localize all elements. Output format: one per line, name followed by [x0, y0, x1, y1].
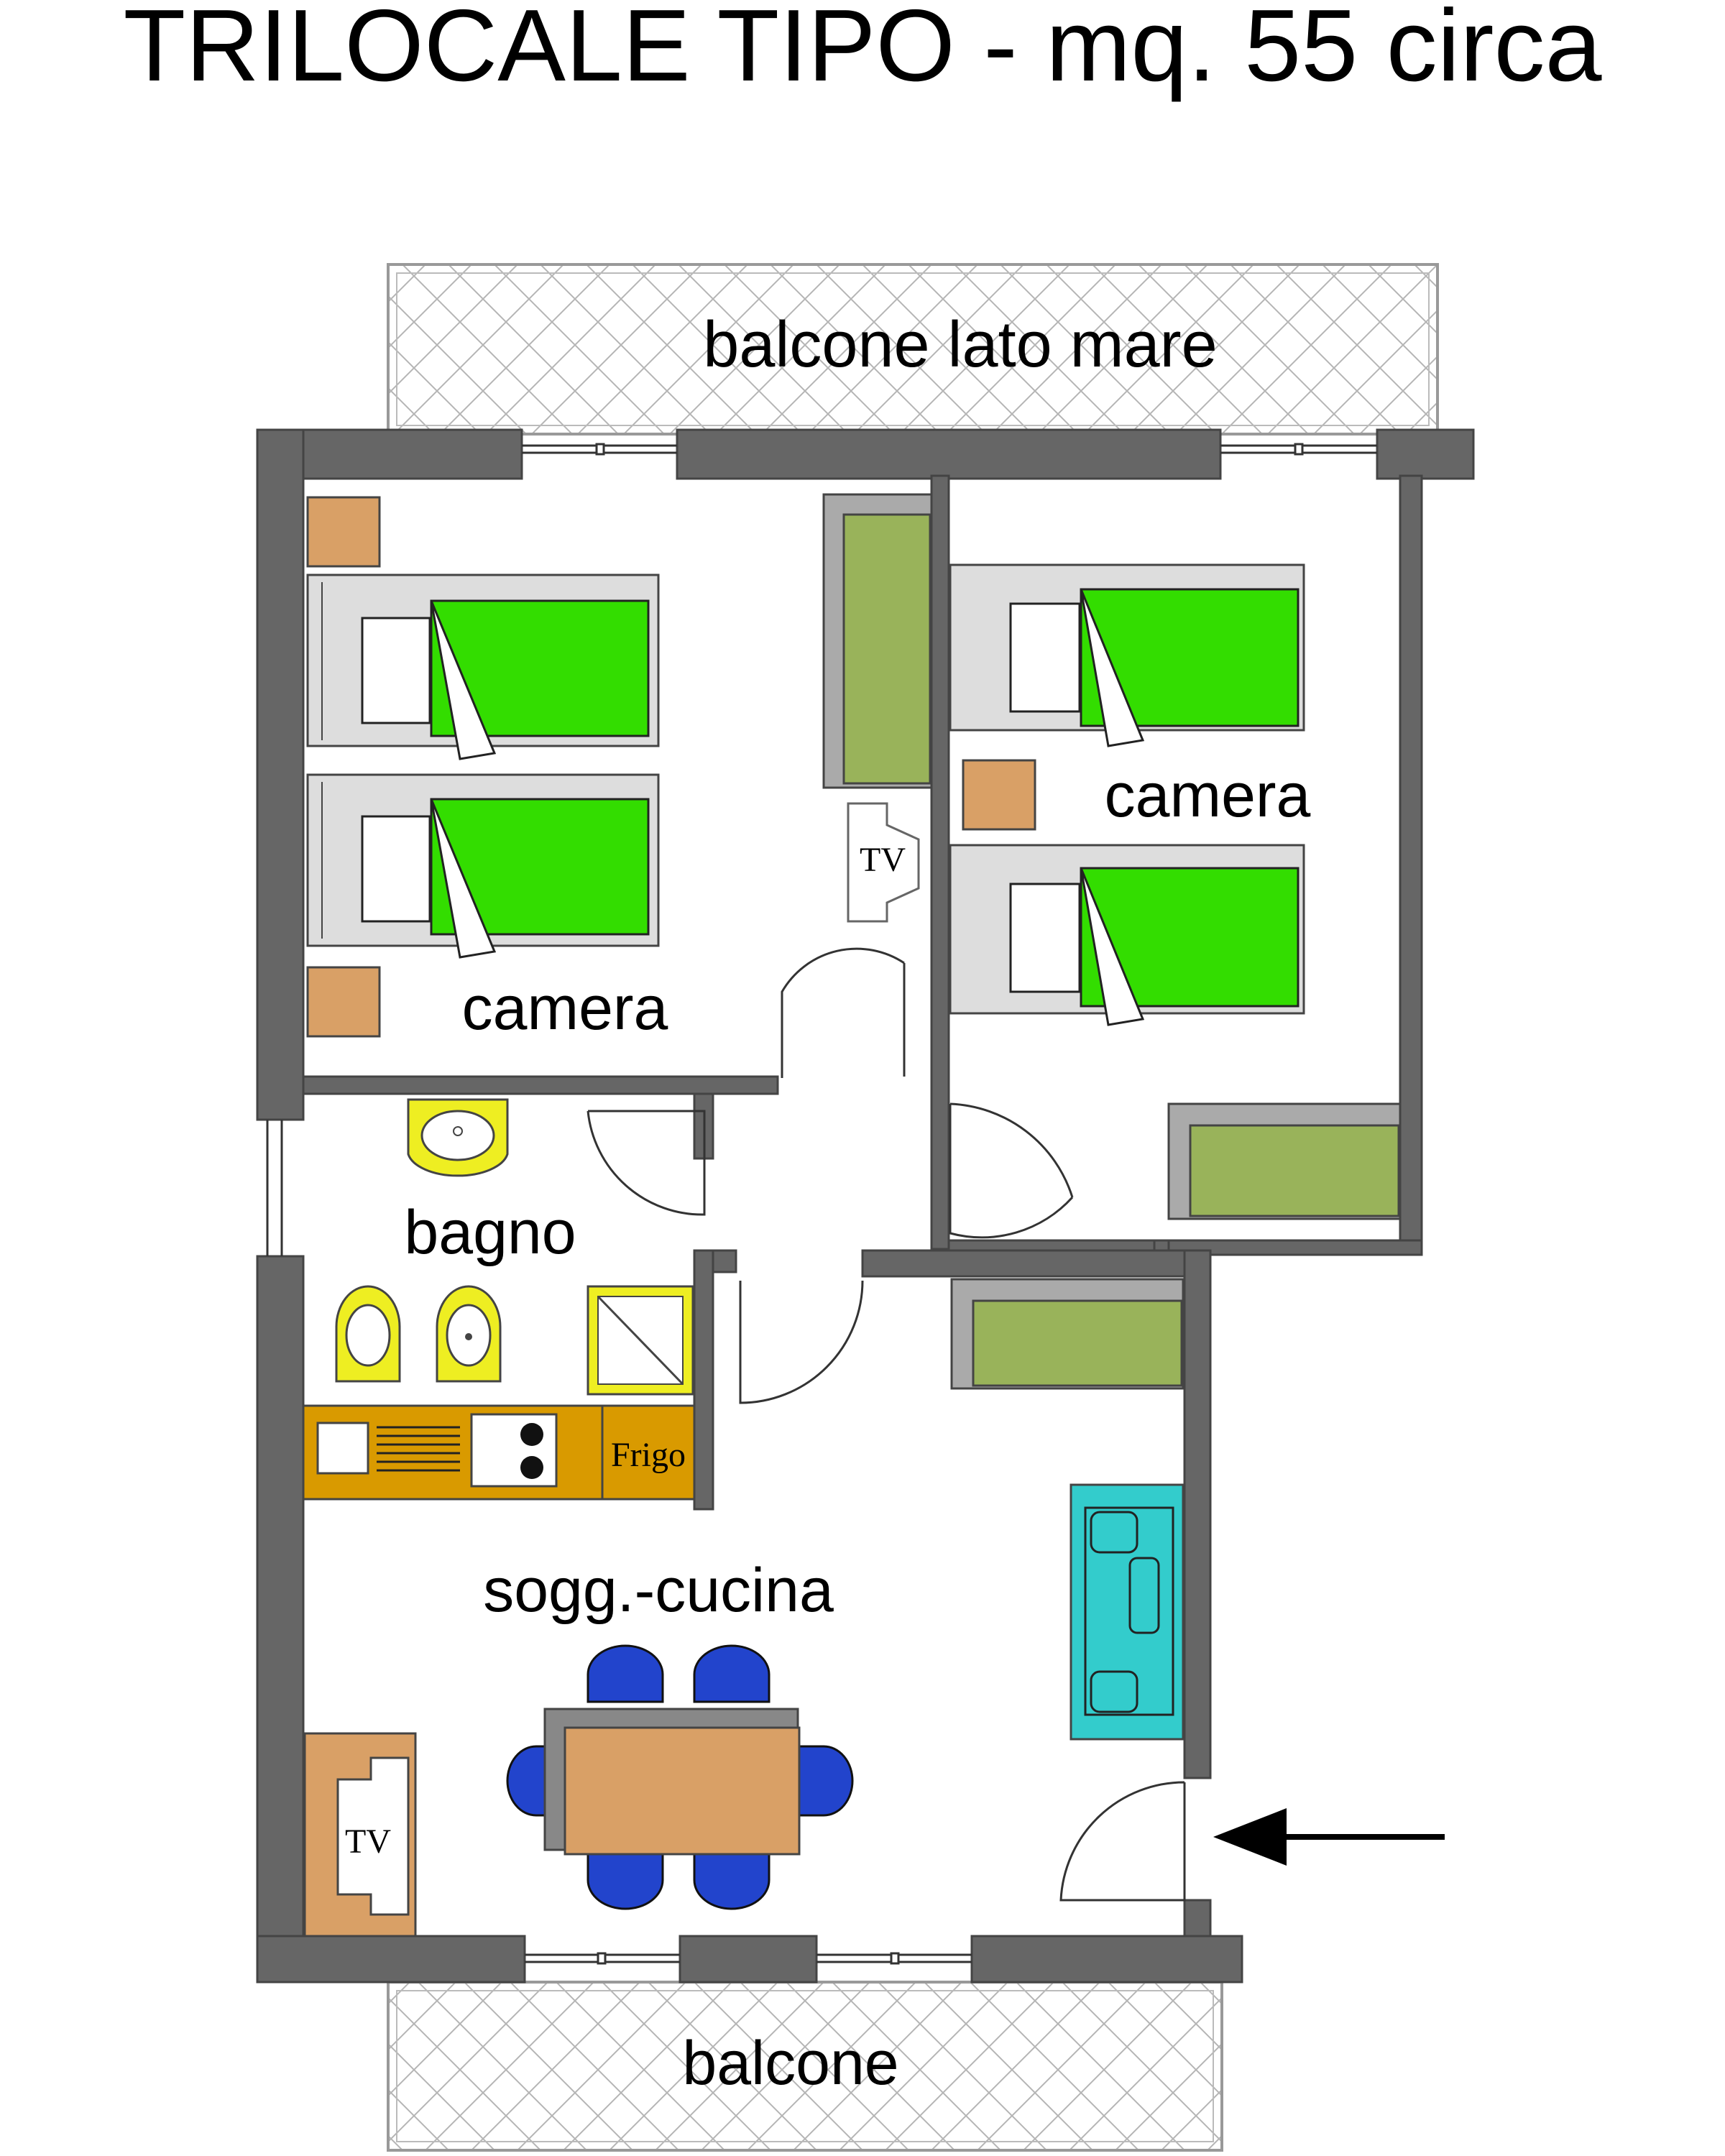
nightstand-left-top	[306, 496, 381, 568]
nightstand-left-bottom	[306, 966, 381, 1038]
tv-bedroom-icon: TV	[847, 802, 920, 923]
bed-left-bottom	[306, 773, 660, 959]
toilet-icon	[335, 1285, 401, 1383]
nightstand-right	[962, 759, 1036, 831]
bed-right-top	[949, 563, 1305, 747]
tv-bedroom-label: TV	[860, 841, 906, 879]
bidet-icon	[436, 1285, 502, 1383]
windows	[266, 443, 1377, 1965]
wardrobe-center	[822, 493, 933, 789]
balcony-sea-area	[387, 263, 1439, 436]
dining-table	[506, 1644, 854, 1910]
entrance-arrow-icon	[1213, 1808, 1445, 1866]
balcony-sea-label: balcone lato mare	[703, 309, 1217, 381]
bed-right-bottom	[949, 844, 1305, 1026]
living-kitchen-label: sogg.-cucina	[483, 1556, 834, 1625]
fridge-label: Frigo	[611, 1436, 686, 1474]
balcony-bottom-label: balcone	[682, 2029, 898, 2098]
balcony-bottom-area	[387, 1981, 1223, 2152]
doors	[586, 947, 1186, 1902]
wardrobe-right	[1167, 1102, 1402, 1220]
cabinet-living	[950, 1278, 1184, 1390]
bathroom-label: bagno	[404, 1198, 576, 1267]
bed-left-top	[306, 573, 660, 760]
plan-title: TRILOCALE TIPO - mq. 55 circa	[124, 0, 1602, 103]
tv-living-icon: TV	[303, 1732, 417, 1938]
shower-icon	[586, 1285, 694, 1396]
sink-icon	[407, 1098, 509, 1177]
bedroom-left-label: camera	[462, 974, 668, 1043]
walls	[256, 428, 1475, 1984]
tv-living-label: TV	[345, 1823, 391, 1861]
sofa-icon	[1070, 1483, 1184, 1741]
bedroom-right-label: camera	[1105, 761, 1311, 830]
kitchen-counter: Frigo	[302, 1404, 696, 1501]
